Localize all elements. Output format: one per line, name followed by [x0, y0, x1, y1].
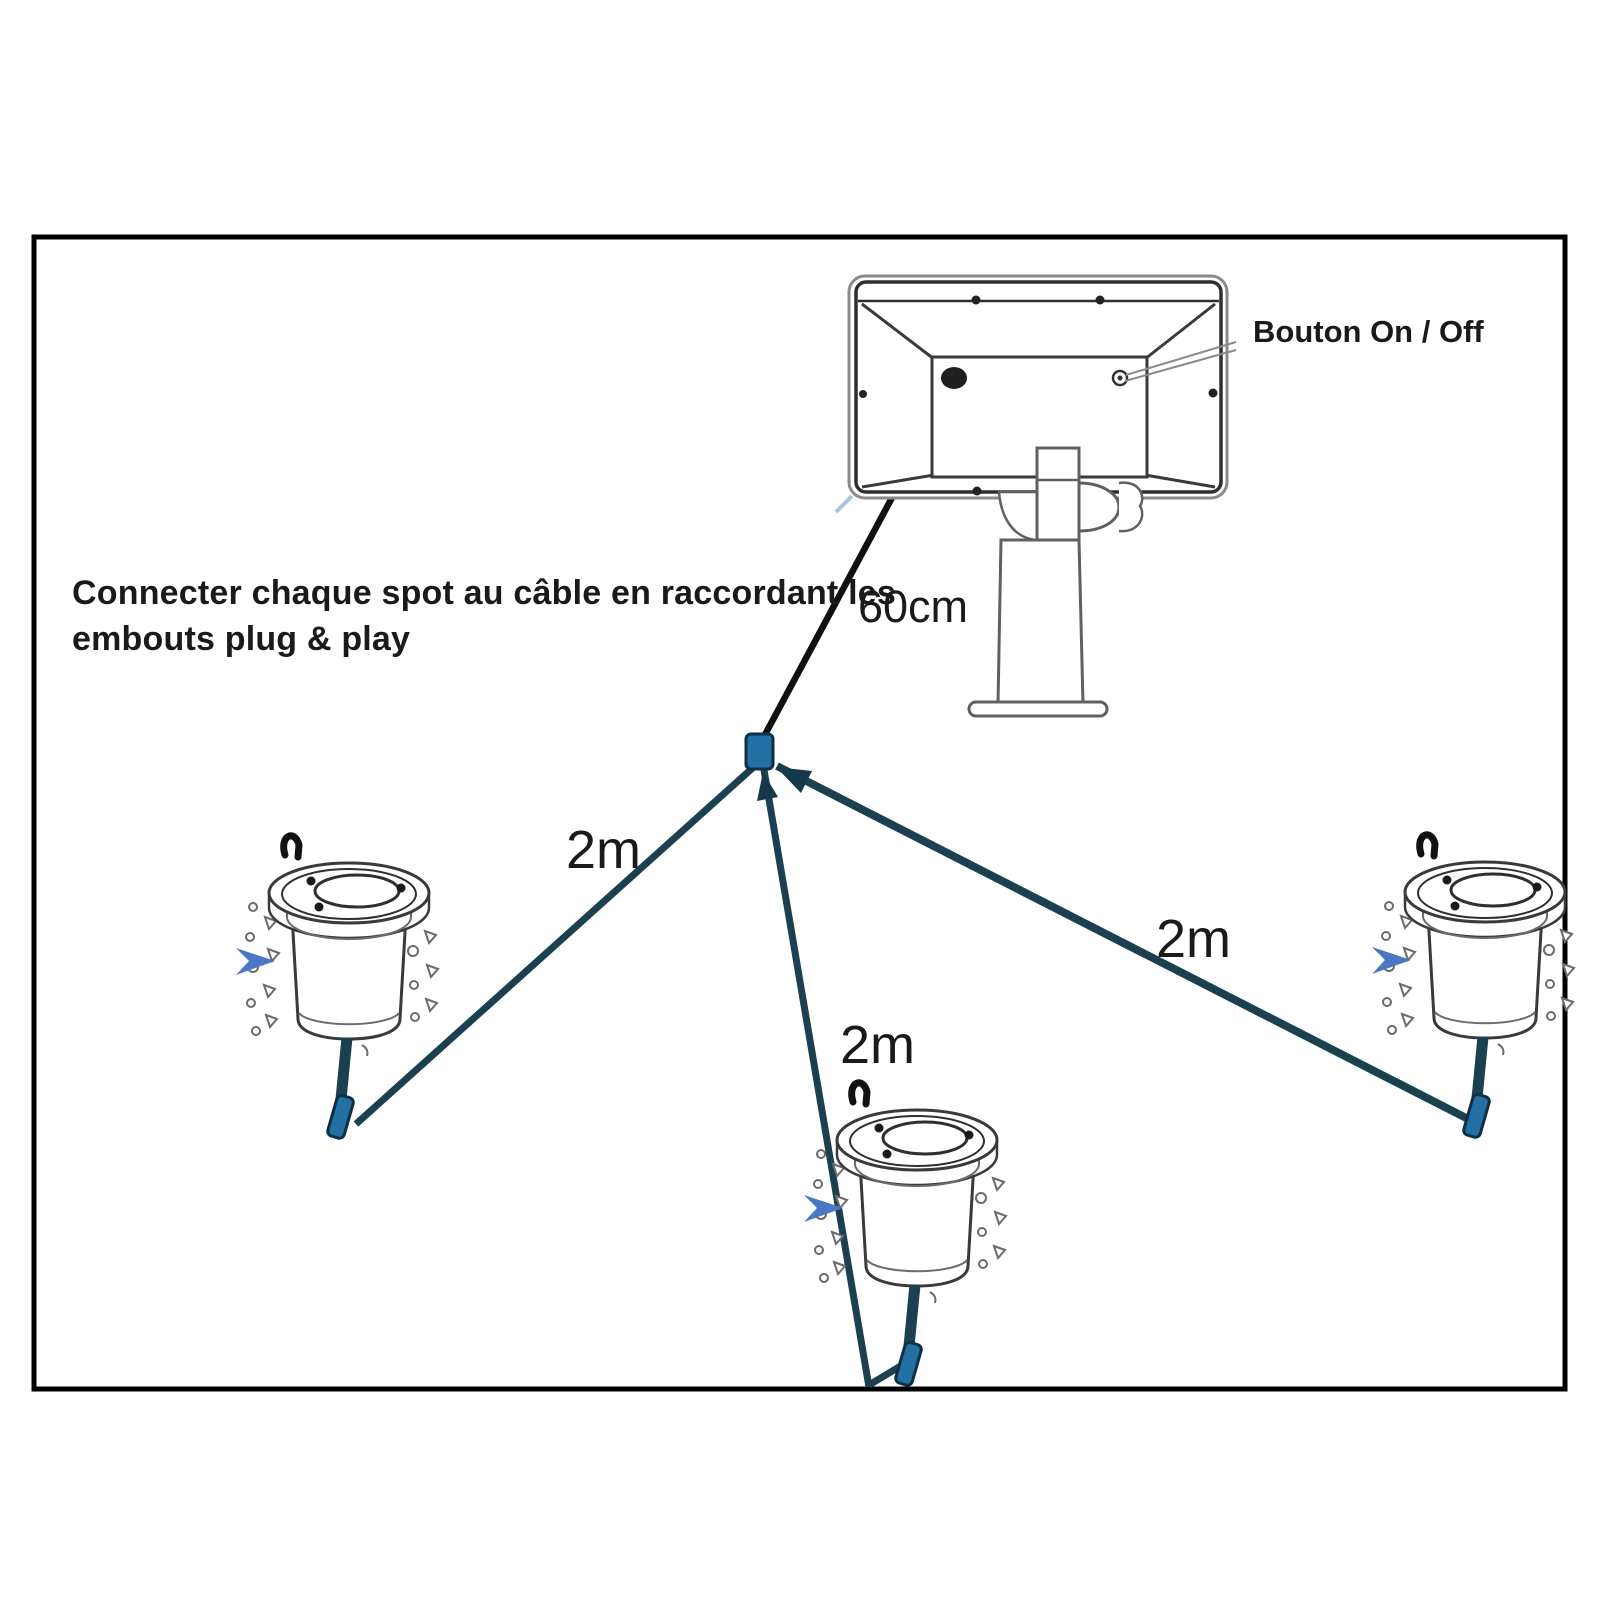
panel-diagonal-bl	[861, 473, 935, 489]
panel-screw	[859, 390, 867, 398]
panel-diagonal-tl	[861, 302, 935, 361]
button-leader-line	[1125, 341, 1237, 376]
arrowhead-middle-cable	[757, 772, 778, 801]
stand-base	[967, 700, 1109, 718]
panel-screw	[1208, 388, 1218, 398]
panel-screw	[971, 295, 981, 305]
panel-diagonal-br	[1144, 473, 1216, 489]
panel-screw	[972, 486, 982, 496]
on-off-button-dot	[1117, 375, 1123, 381]
stand-clamp-wave	[1118, 481, 1144, 533]
panel-diagonal-tr	[1144, 302, 1216, 361]
cable-length-middle-2m: 2m	[840, 1015, 915, 1075]
stand-bracket	[1035, 446, 1081, 542]
arrowhead-right-cable	[776, 767, 812, 793]
spotlight-right	[1372, 835, 1574, 1139]
button-leader-line	[1124, 349, 1237, 382]
panel-stand	[967, 446, 1144, 718]
corner-mark	[834, 494, 854, 514]
cable-length-right-2m: 2m	[1156, 909, 1231, 969]
stand-shoulder	[997, 490, 1039, 542]
cable-gland	[941, 367, 967, 389]
cable-length-left-2m: 2m	[566, 820, 641, 880]
panel-screw	[1095, 295, 1105, 305]
cable-runs	[353, 378, 1476, 1389]
stand-pole	[996, 538, 1085, 706]
spotlight-middle	[804, 1083, 1006, 1387]
diagram-frame	[31, 234, 1568, 1392]
instruction-line1: Connecter chaque spot au câble en raccor…	[72, 574, 896, 612]
junction-connector	[744, 732, 775, 771]
cable-junction-to-left-spot	[353, 761, 760, 1127]
button-label: Bouton On / Off	[1253, 314, 1484, 349]
cable-length-60cm: 60cm	[858, 581, 968, 632]
instruction-line2: embouts plug & play	[72, 620, 410, 658]
cable-junction-to-right-spot	[775, 762, 1476, 1126]
spotlight-left	[236, 836, 438, 1140]
cable-junction-to-middle-spot	[760, 769, 873, 1388]
